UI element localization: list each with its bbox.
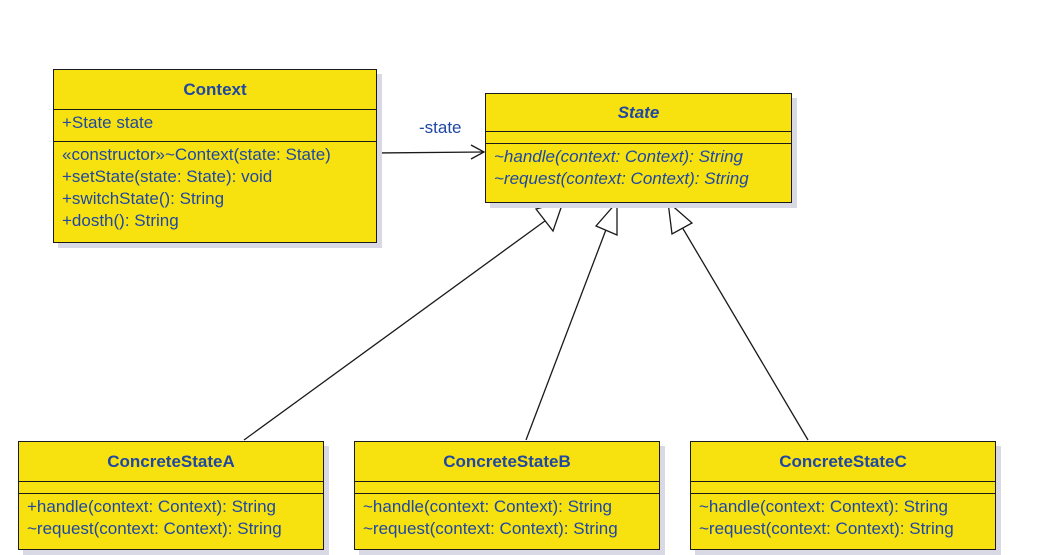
- operation: ~handle(context: Context): String: [699, 497, 948, 516]
- concrete-state-b-attributes: [355, 482, 659, 494]
- operation: ~handle(context: Context): String: [363, 497, 612, 516]
- state-class-name: State: [486, 94, 791, 132]
- concrete-state-c-class[interactable]: ConcreteStateC ~handle(context: Context)…: [690, 441, 996, 550]
- operation: +dosth(): String: [62, 211, 179, 230]
- operation: +handle(context: Context): String: [27, 497, 276, 516]
- concrete-state-c-name: ConcreteStateC: [691, 442, 995, 482]
- state-attributes: [486, 132, 791, 144]
- generalization-arrowhead-b: [594, 200, 618, 236]
- generalization-arrowhead-a: [534, 201, 565, 233]
- operation: +switchState(): String: [62, 189, 225, 208]
- concrete-state-a-name: ConcreteStateA: [19, 442, 323, 482]
- generalization-line-a: [243, 217, 550, 441]
- concrete-state-b-operations: ~handle(context: Context): String ~reque…: [355, 494, 659, 540]
- operation: ~request(context: Context): String: [494, 169, 749, 188]
- association-arrowhead: [470, 144, 486, 160]
- operation: ~request(context: Context): String: [363, 519, 618, 538]
- operation: «constructor»~Context(state: State): [62, 145, 331, 164]
- concrete-state-c-attributes: [691, 482, 995, 494]
- operation: +setState(state: State): void: [62, 167, 273, 186]
- state-class[interactable]: State ~handle(context: Context): String …: [485, 93, 792, 203]
- state-operations: ~handle(context: Context): String ~reque…: [486, 144, 791, 190]
- association-label: -state: [419, 118, 462, 137]
- generalization-line-c: [681, 226, 809, 441]
- association-line: [375, 151, 485, 154]
- generalization-arrowhead-c: [667, 200, 694, 236]
- concrete-state-c-operations: ~handle(context: Context): String ~reque…: [691, 494, 995, 540]
- attribute: +State state: [62, 113, 154, 132]
- context-class[interactable]: Context +State state «constructor»~Conte…: [53, 69, 377, 243]
- operation: ~request(context: Context): String: [699, 519, 954, 538]
- concrete-state-b-class[interactable]: ConcreteStateB ~handle(context: Context)…: [354, 441, 660, 550]
- operation: ~handle(context: Context): String: [494, 147, 743, 166]
- operation: ~request(context: Context): String: [27, 519, 282, 538]
- context-operations: «constructor»~Context(state: State) +set…: [54, 142, 376, 232]
- concrete-state-b-name: ConcreteStateB: [355, 442, 659, 482]
- generalization-line-b: [525, 226, 608, 441]
- concrete-state-a-attributes: [19, 482, 323, 494]
- context-class-name: Context: [54, 70, 376, 110]
- concrete-state-a-operations: +handle(context: Context): String ~reque…: [19, 494, 323, 540]
- context-attributes: +State state: [54, 110, 376, 142]
- concrete-state-a-class[interactable]: ConcreteStateA +handle(context: Context)…: [18, 441, 324, 550]
